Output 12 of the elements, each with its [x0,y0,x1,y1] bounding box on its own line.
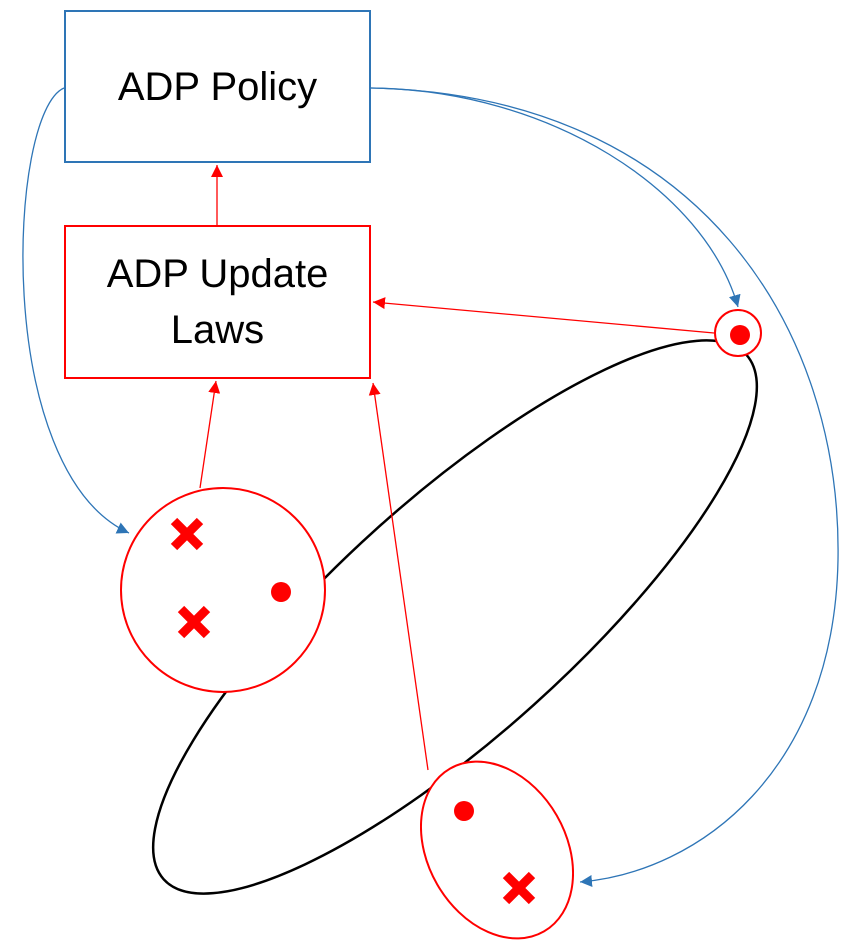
arrow [199,380,220,488]
arrow [368,382,429,770]
arrow [372,297,714,334]
ellipse-node [420,760,574,940]
process-box [64,10,371,163]
arrow [370,87,839,886]
process-box [64,225,371,379]
arrow [211,165,223,225]
circle-node [714,309,762,357]
node-label: ADP Policy [118,64,318,110]
node-label: ADP Update Laws [106,251,330,354]
arrow [22,88,130,534]
